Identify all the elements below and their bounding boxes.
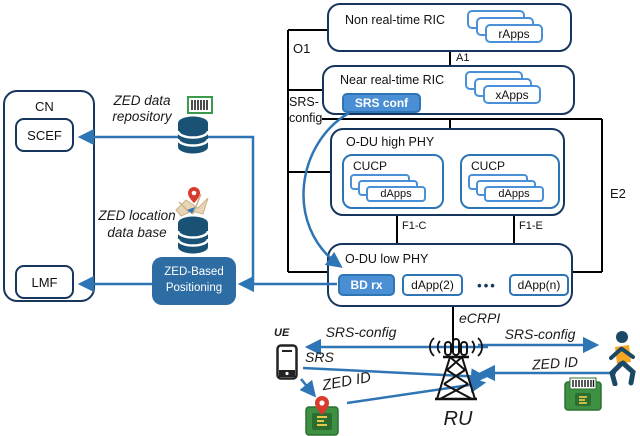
ecrpi-label: eCRPI	[459, 310, 501, 326]
rapps-stack: rApps	[467, 10, 543, 43]
f1e-label: F1-E	[519, 220, 543, 232]
arrow-ue-to-zed-chip	[299, 378, 317, 398]
zed-id-left-label: ZED ID	[320, 368, 373, 395]
odu-low-phy-box: O-DU low PHY BD rx dApp(2) ••• dApp(n)	[327, 243, 573, 307]
odu-high-phy-title: O-DU high PHY	[346, 135, 435, 149]
zed-chip-barcode-icon	[564, 377, 602, 411]
dapp2-chip: dApp(2)	[402, 274, 463, 296]
barcode-icon	[187, 96, 213, 114]
ru-label: RU	[443, 408, 473, 430]
srs-config-interface-label: SRS- config	[289, 95, 323, 127]
dapps-stack-1: dApps	[350, 174, 428, 202]
o1-label: O1	[293, 41, 311, 56]
dappn-chip: dApp(n)	[509, 274, 569, 296]
a1-label: A1	[456, 52, 470, 64]
non-rt-ric-title: Non real-time RIC	[345, 13, 446, 27]
zed-data-repository-label: ZED data repository	[112, 93, 172, 125]
lmf-box: LMF	[15, 265, 74, 299]
zed-location-db-label: ZED location data base	[98, 208, 176, 240]
map-pin-icon	[175, 187, 209, 217]
bd-rx-button: BD rx	[338, 274, 395, 296]
zed-based-positioning-box: ZED-Based Positioning	[152, 257, 236, 305]
srs-label: SRS	[305, 349, 334, 365]
scef-box: SCEF	[15, 118, 74, 152]
f1c-label: F1-C	[402, 220, 427, 232]
dapps-stack-2: dApps	[468, 174, 546, 202]
database-icon-location	[177, 216, 209, 254]
ellipsis-dots: •••	[477, 277, 497, 293]
ue-label: UE	[274, 327, 290, 339]
cucp-box-1: CUCP dApps	[342, 154, 444, 209]
non-rt-ric-box: Non real-time RIC rApps	[327, 3, 572, 52]
srs-config-right-label: SRS-config	[504, 326, 576, 342]
zed-id-right-label: ZED ID	[531, 353, 579, 373]
smartphone-icon	[276, 344, 298, 380]
cucp-box-2: CUCP dApps	[460, 154, 560, 209]
e2-label: E2	[610, 186, 626, 201]
cn-box: CN SCEF LMF	[3, 90, 95, 302]
xapps-stack: xApps	[465, 71, 541, 104]
srs-config-left-label: SRS-config	[325, 324, 397, 340]
dapps-card: dApps	[484, 186, 544, 202]
xapps-card: xApps	[483, 85, 541, 104]
odu-high-phy-box: O-DU high PHY CUCP dApps CUCP dApps	[330, 128, 565, 216]
near-rt-ric-title: Near real-time RIC	[340, 73, 445, 87]
database-icon-repository	[177, 116, 209, 154]
rapps-card: rApps	[485, 24, 543, 43]
ru-tower-icon	[429, 337, 483, 401]
near-rt-ric-box: Near real-time RIC SRS conf xApps	[322, 65, 575, 115]
srs-conf-button: SRS conf	[342, 93, 421, 113]
walking-person-icon	[609, 331, 636, 386]
dapps-card: dApps	[366, 186, 426, 202]
zed-chip-pin-icon	[305, 396, 339, 436]
odu-low-phy-title: O-DU low PHY	[345, 252, 429, 266]
cn-title: CN	[35, 99, 54, 114]
